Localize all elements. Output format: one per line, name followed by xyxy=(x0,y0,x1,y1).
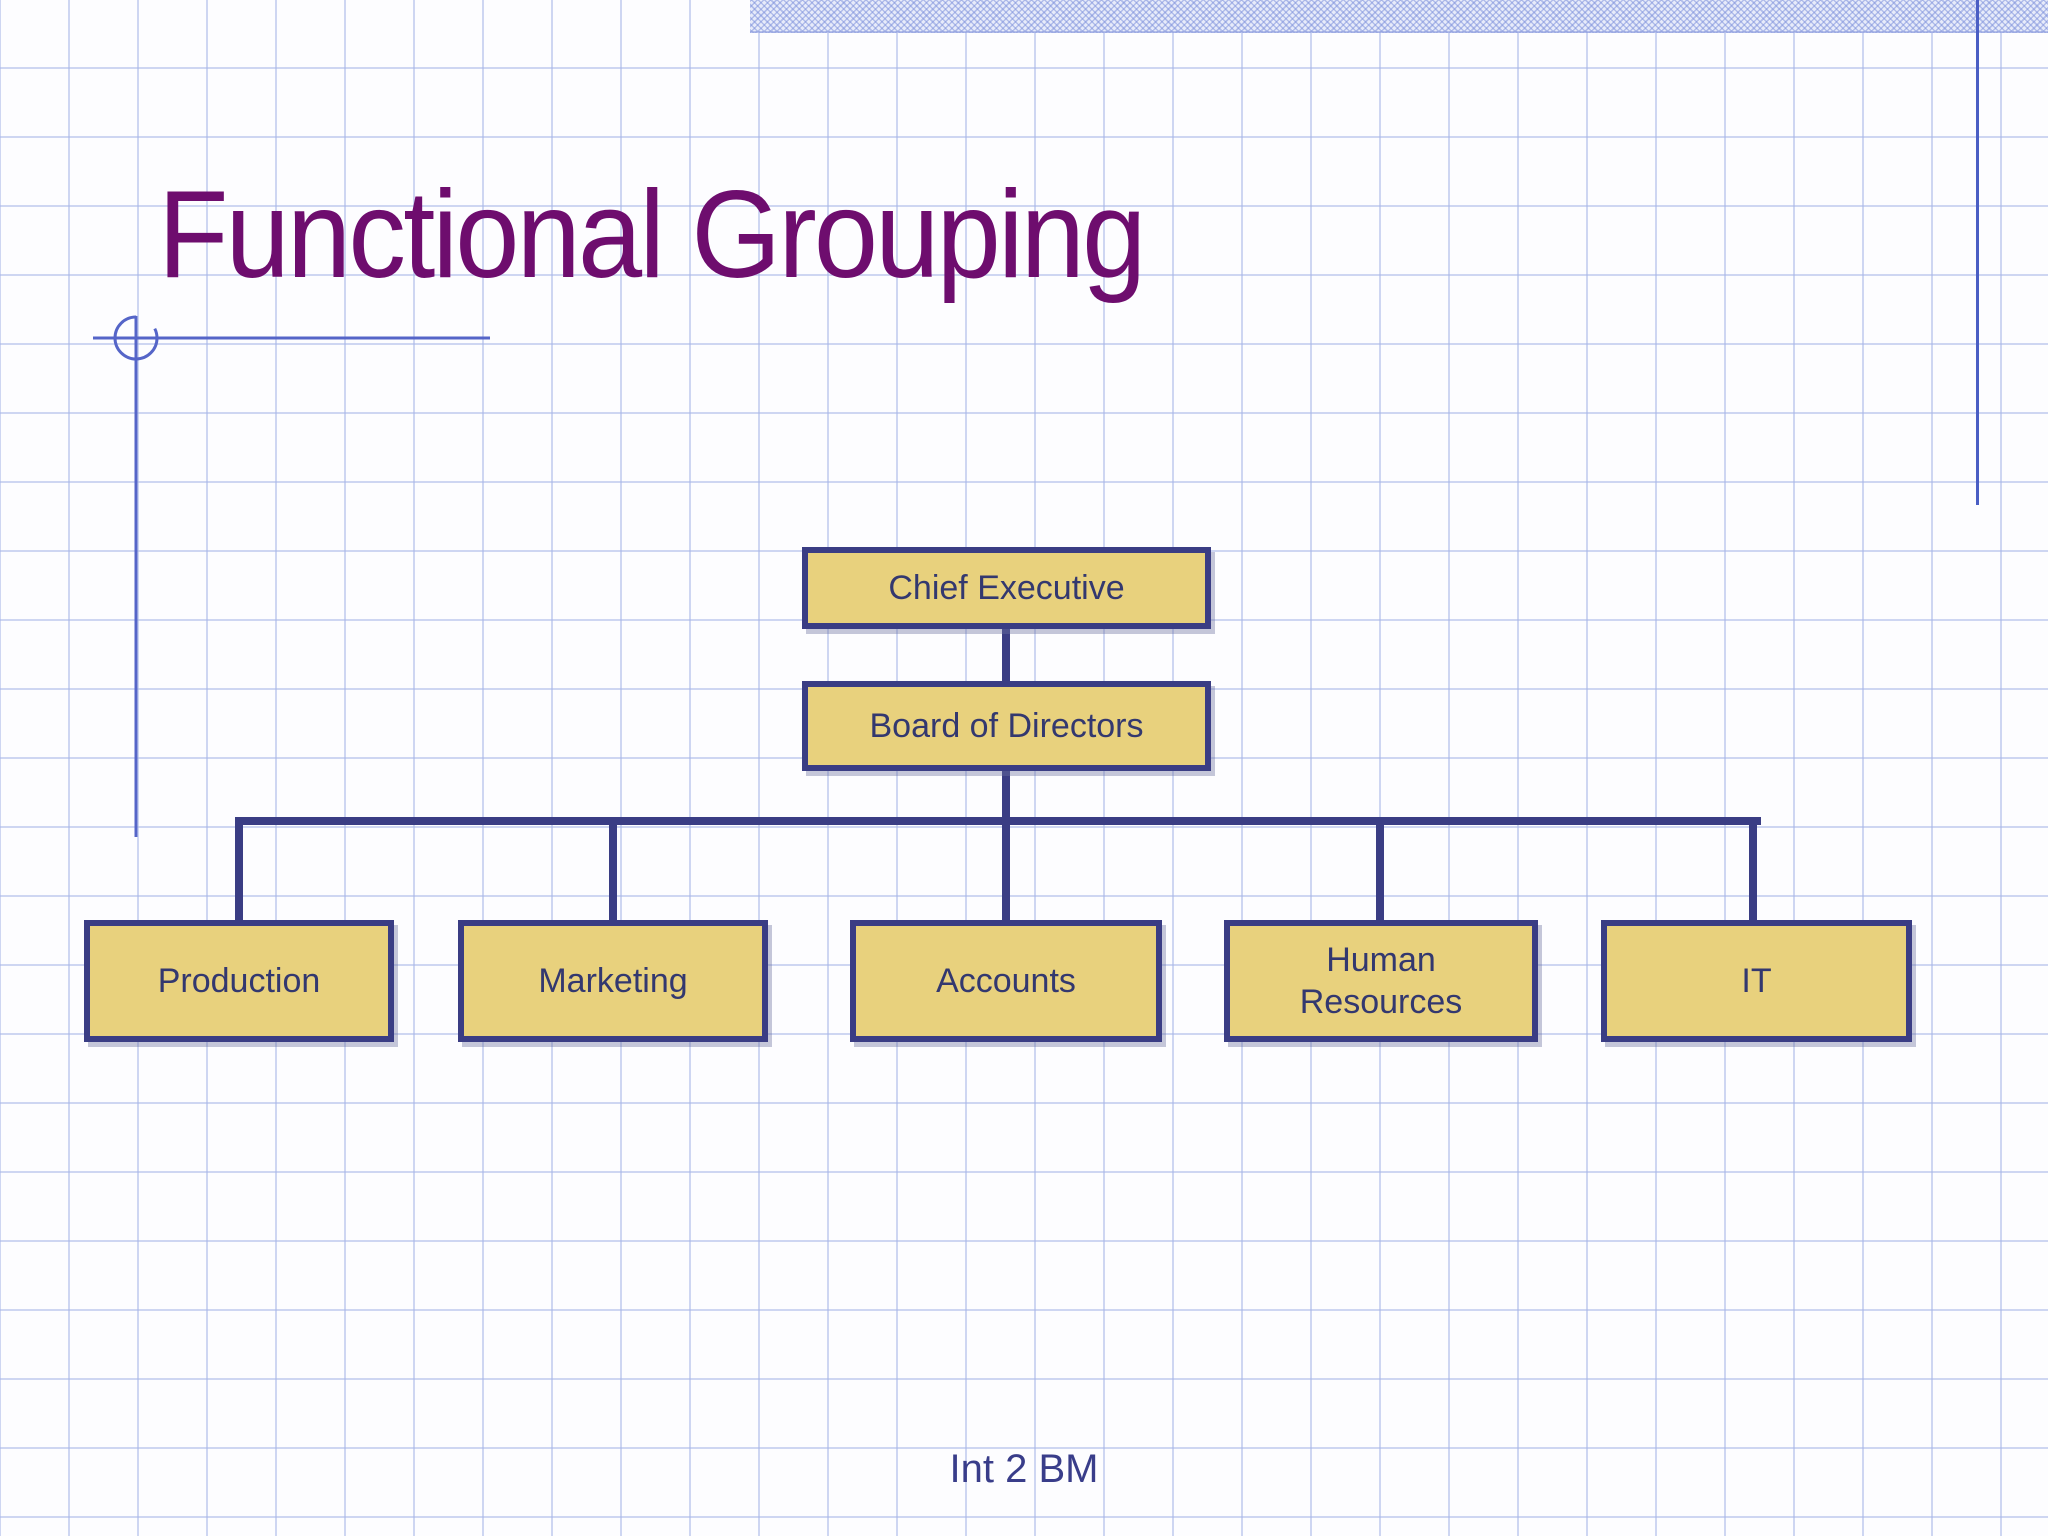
connector-drop-accounts xyxy=(1002,824,1010,921)
org-box-it-label: IT xyxy=(1741,961,1772,1000)
connector-drop-hr xyxy=(1376,824,1384,921)
org-box-it: IT xyxy=(1601,920,1912,1042)
top-accent-hatch-bar xyxy=(750,0,2048,33)
org-box-accounts: Accounts xyxy=(850,920,1162,1042)
org-box-board-of-directors-label: Board of Directors xyxy=(869,706,1144,745)
org-box-human-resources-label: Human Resources xyxy=(1299,940,1463,1022)
org-box-marketing: Marketing xyxy=(458,920,768,1042)
connector-ce-to-board xyxy=(1002,628,1010,682)
connector-board-to-rail xyxy=(1002,770,1010,818)
org-box-chief-executive-label: Chief Executive xyxy=(888,568,1125,607)
slide-title: Functional Grouping xyxy=(158,166,1146,304)
org-box-board-of-directors: Board of Directors xyxy=(802,681,1211,771)
org-box-accounts-label: Accounts xyxy=(936,961,1076,1000)
connector-drop-marketing xyxy=(609,824,617,921)
compass-circle-icon xyxy=(113,315,159,361)
org-box-human-resources: Human Resources xyxy=(1224,920,1538,1042)
org-box-production: Production xyxy=(84,920,394,1042)
connector-rail xyxy=(235,817,1761,825)
connector-drop-production xyxy=(235,824,243,921)
right-accent-line xyxy=(1976,0,1979,505)
slide-footer: Int 2 BM xyxy=(949,1447,1099,1491)
org-box-marketing-label: Marketing xyxy=(538,961,688,1000)
org-box-production-label: Production xyxy=(157,961,321,1000)
org-box-chief-executive: Chief Executive xyxy=(802,547,1211,629)
connector-drop-it xyxy=(1749,824,1757,921)
